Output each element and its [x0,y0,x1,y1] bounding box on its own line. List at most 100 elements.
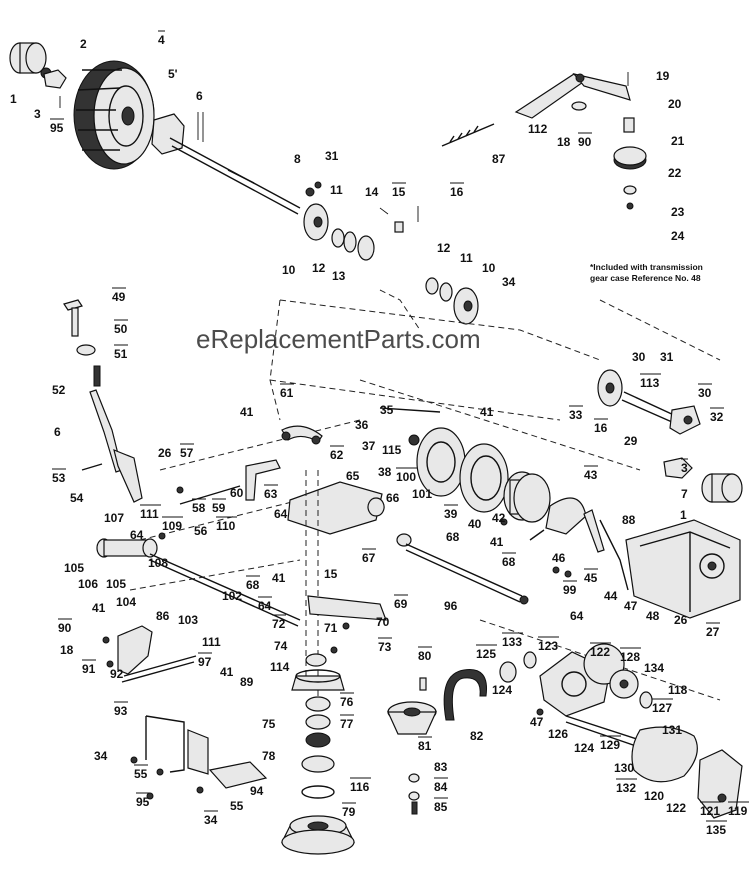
part-callout-l46: 46 [552,551,566,565]
part-callout-l29: 29 [624,434,638,448]
part-callout-l132: 132 [616,781,636,795]
part-callout-l59: 59 [212,501,226,515]
part-callout-l95a: 95 [50,121,64,135]
part-callout-l42: 42 [492,511,506,525]
part-callout-l85: 85 [434,800,448,814]
right-axle-hub [597,369,743,503]
part-callout-l55a: 55 [134,767,148,781]
part-callout-l81: 81 [418,739,432,753]
part-callout-l60: 60 [230,486,244,500]
part-callout-l66: 66 [386,491,400,505]
part-callout-l34b: 34 [94,749,108,763]
part-callout-l14: 14 [365,185,379,199]
part-callout-l56: 56 [194,524,208,538]
part-callout-l50: 50 [114,322,128,336]
part-callout-l90b: 90 [58,621,72,635]
part-callout-l6b: 6 [54,425,61,439]
part-callout-l76: 76 [340,695,354,709]
part-callout-l63: 63 [264,487,278,501]
part-callout-l104: 104 [116,595,136,609]
part-callout-l11a: 11 [330,183,343,197]
part-callout-l111a: 111 [140,507,159,521]
part-callout-l87: 87 [492,152,506,166]
part-callout-l34a: 34 [502,275,516,289]
part-callout-l68c: 68 [502,555,516,569]
part-callout-l1b: 1 [680,508,687,522]
part-callout-l69: 69 [394,597,408,611]
part-callout-l114: 114 [270,660,290,674]
part-callout-l41e: 41 [220,665,234,679]
part-callout-l36: 36 [355,418,369,432]
part-callout-l5p: 5' [168,67,178,81]
note-line-1: *Included with transmission [590,262,703,272]
part-callout-l92: 92 [110,667,124,681]
part-callout-l52: 52 [52,383,66,397]
part-callout-l12b: 12 [437,241,451,255]
part-callout-l33: 33 [569,408,583,422]
part-callout-l13: 13 [332,269,346,283]
part-callout-l4: 4 [158,33,165,47]
part-callout-l16b: 16 [594,421,608,435]
part-callout-l23: 23 [671,205,685,219]
part-callout-l10a: 10 [282,263,296,277]
part-callout-l130: 130 [614,761,634,775]
part-callout-l10b: 10 [482,261,496,275]
part-callout-l129: 129 [600,738,620,752]
drive-column [281,653,355,855]
part-callout-l75: 75 [262,717,276,731]
part-callout-l43: 43 [584,468,598,482]
part-callout-l37: 37 [362,439,376,453]
part-callout-l106: 106 [78,577,98,591]
brake-drums [379,407,587,535]
part-callout-l31b: 31 [660,350,674,364]
part-callout-l133: 133 [502,635,522,649]
part-callout-l95b: 95 [136,795,150,809]
part-callout-l109: 109 [162,519,182,533]
pedal-bracket [130,715,268,800]
part-callout-l24: 24 [671,229,685,243]
part-callout-l99: 99 [563,583,577,597]
part-callout-l51: 51 [114,347,128,361]
part-callout-l126: 126 [548,727,568,741]
part-callout-l64b: 64 [130,528,144,542]
part-callout-l15b: 15 [324,567,338,581]
part-callout-l1a: 1 [10,92,17,106]
part-callout-l12a: 12 [312,261,326,275]
part-callout-l91: 91 [82,662,96,676]
part-callout-l97: 97 [198,655,212,669]
part-callout-l111b: 111 [202,635,221,649]
part-callout-l115: 115 [382,443,402,457]
part-callout-l44: 44 [604,589,618,603]
part-callout-l72: 72 [272,617,286,631]
part-callout-l118: 118 [668,683,688,697]
part-callout-l3b: 3 [681,461,688,475]
part-callout-l113: 113 [640,376,660,390]
part-callout-l18a: 18 [557,135,571,149]
wheel-assembly [9,42,301,215]
part-callout-l41f: 41 [92,601,106,615]
part-callout-l94: 94 [250,784,264,798]
part-callout-l3a: 3 [34,107,41,121]
part-callout-l125: 125 [476,647,496,661]
part-callout-l41d: 41 [272,571,286,585]
part-callout-l26b: 26 [674,613,688,627]
part-callout-l80: 80 [418,649,432,663]
lower-gear-housing [499,643,743,819]
watermark-text: eReplacementParts.com [196,324,481,354]
part-callout-l101: 101 [412,487,432,501]
part-callout-l83: 83 [434,760,448,774]
part-callout-l79: 79 [342,805,356,819]
part-callout-l68a: 68 [246,578,260,592]
part-callout-l34c: 34 [204,813,218,827]
part-callout-l15a: 15 [392,185,406,199]
part-callout-l120: 120 [644,789,664,803]
part-callout-l135: 135 [706,823,726,837]
part-callout-l64d: 64 [570,609,584,623]
part-callout-l57: 57 [180,446,194,460]
part-callout-l47b: 47 [530,715,544,729]
part-callout-l62: 62 [330,448,344,462]
part-callout-l84: 84 [434,780,448,794]
part-callout-l68b: 68 [446,530,460,544]
part-callout-l41b: 41 [480,405,494,419]
